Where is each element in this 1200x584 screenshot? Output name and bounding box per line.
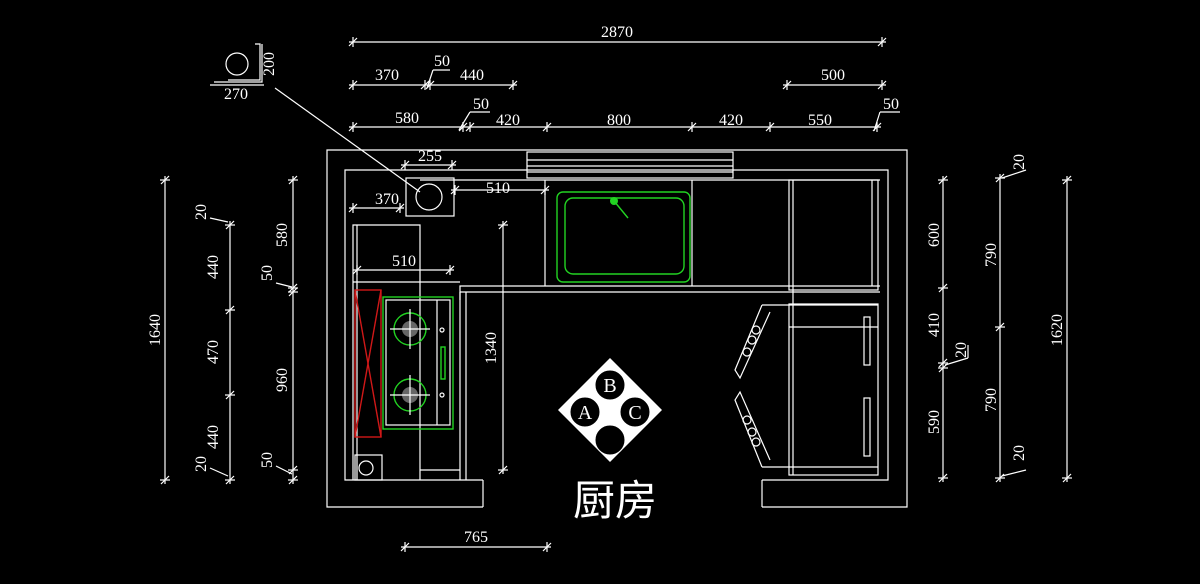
dimension-label: 20 (953, 342, 970, 358)
dimension-label: 1620 (1049, 314, 1066, 346)
dimension-label: 410 (926, 313, 943, 337)
dimension-label: 960 (274, 368, 291, 392)
dimension-label: 600 (926, 223, 943, 247)
dimension-label: 370 (375, 67, 399, 84)
legend-symbol: 270 200 (210, 43, 421, 193)
dimension-label: 1640 (147, 314, 164, 346)
legend-height-label: 200 (261, 52, 278, 76)
dimension-label: 420 (719, 112, 743, 129)
dimension-label: 765 (464, 529, 488, 546)
appliance-cabinet (762, 303, 879, 476)
trash-bin (354, 454, 383, 481)
dimension-label: 420 (496, 112, 520, 129)
dimension-label: 50 (259, 265, 276, 281)
gas-stove (382, 296, 454, 430)
dimension-label: 20 (193, 204, 210, 220)
dimension-label: 590 (926, 410, 943, 434)
dimension-label: 50 (259, 452, 276, 468)
dimension-label: 550 (808, 112, 832, 129)
dimension-label: 370 (375, 191, 399, 208)
dimension-label: 50 (473, 96, 489, 113)
dimension-label: 20 (1011, 154, 1028, 170)
dimension-label: 50 (434, 53, 450, 70)
dimension-label: 580 (395, 110, 419, 127)
view-b-label: B (603, 375, 616, 397)
dimension-label: 50 (883, 96, 899, 113)
flue (405, 177, 455, 217)
dimension-label: 470 (205, 340, 222, 364)
range-hood (354, 289, 382, 438)
dimension-label: 790 (983, 243, 1000, 267)
dimension-label: 510 (392, 253, 416, 270)
room-title: 厨房 (573, 476, 657, 525)
legend-width-label: 270 (224, 86, 248, 103)
dimension-label: 510 (486, 180, 510, 197)
dish-rack-icon (734, 304, 771, 468)
view-a-label: A (578, 402, 593, 424)
dimension-label: 20 (193, 456, 210, 472)
view-direction-symbol: B A C (558, 358, 662, 462)
dimension-label: 440 (460, 67, 484, 84)
dimension-label: 800 (607, 112, 631, 129)
dimension-lines: 2870 370 50 440 500 580 50 420 800 420 550 50 255 510… (147, 24, 1072, 552)
dimension-label: 790 (983, 388, 1000, 412)
dimension-label: 255 (418, 148, 442, 165)
dimension-label: 440 (205, 425, 222, 449)
burner-icon (390, 375, 430, 415)
sink (556, 191, 691, 283)
dimension-label: 580 (274, 223, 291, 247)
window (526, 151, 734, 179)
dimension-label: 440 (205, 255, 222, 279)
dimension-label: 20 (1011, 445, 1028, 461)
dimension-label: 1340 (483, 332, 500, 364)
burner-icon (390, 309, 430, 349)
dimension-label: 500 (821, 67, 845, 84)
dimension-label: 2870 (601, 24, 633, 41)
view-c-label: C (628, 402, 641, 424)
